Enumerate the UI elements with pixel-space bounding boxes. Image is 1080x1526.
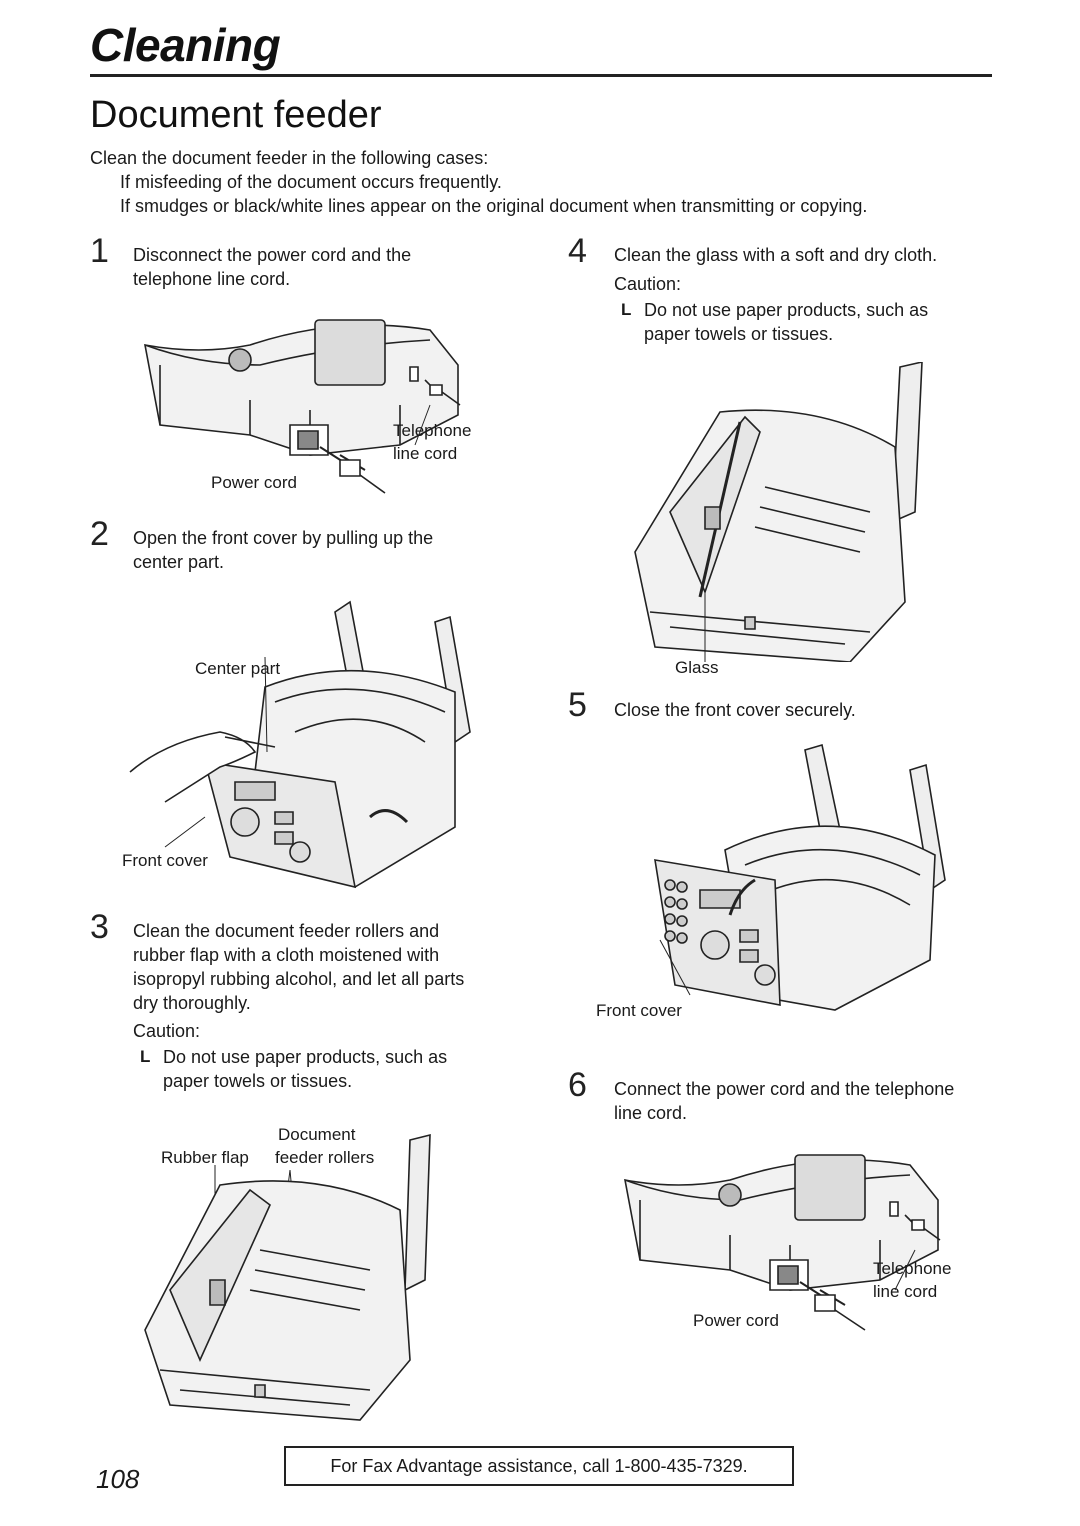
fax-open-front-cover-illustration xyxy=(125,592,485,897)
page-heading: Document feeder xyxy=(90,94,382,136)
title-rule xyxy=(90,74,992,77)
callout-document-feeder-rollers-line-1: Document xyxy=(278,1125,356,1144)
callout-front-cover-step-5: Front cover xyxy=(596,1001,682,1020)
step-3-caution-line-2: paper towels or tissues. xyxy=(163,1071,353,1091)
step-3-caution-label: Caution: xyxy=(133,1021,201,1041)
fax-feeder-rollers-illustration xyxy=(140,1130,440,1430)
step-3-line-2: rubber flap with a cloth moistened with xyxy=(133,945,440,965)
callout-power-cord-step-6: Power cord xyxy=(693,1311,779,1330)
step-1-line-2: telephone line cord. xyxy=(133,269,291,289)
step-3-caution-line-1: Do not use paper products, such as xyxy=(163,1047,448,1067)
step-3-line-3: isopropyl rubbing alcohol, and let all p… xyxy=(133,969,465,989)
callout-center-part: Center part xyxy=(195,659,281,678)
callout-glass: Glass xyxy=(675,658,719,677)
step-4-caution-line-2: paper towels or tissues. xyxy=(644,324,834,344)
step-2-number: 2 xyxy=(90,515,109,553)
step-3-line-1: Clean the document feeder rollers and xyxy=(133,921,440,941)
step-3-number: 3 xyxy=(90,908,109,946)
intro-lead: Clean the document feeder in the followi… xyxy=(90,148,489,168)
callout-front-cover-step-2: Front cover xyxy=(122,851,208,870)
callout-telephone-line-cord-step-6-line-2: line cord xyxy=(873,1282,938,1301)
step-2-line-2: center part. xyxy=(133,552,225,572)
intro-case-2: If smudges or black/white lines appear o… xyxy=(120,196,868,216)
step-1-number: 1 xyxy=(90,232,109,270)
step-3-caution-bullet: L xyxy=(140,1047,151,1066)
callout-telephone-line-cord-line-2: line cord xyxy=(393,444,458,463)
callout-document-feeder-rollers-line-2: feeder rollers xyxy=(275,1148,375,1167)
fax-glass-illustration xyxy=(630,362,930,662)
fax-rear-cords-illustration xyxy=(140,305,470,505)
step-4-number: 4 xyxy=(568,232,587,270)
footer-assistance-text: For Fax Advantage assistance, call 1-800… xyxy=(330,1455,748,1476)
step-6-line-2: line cord. xyxy=(614,1103,688,1123)
step-1-line-1: Disconnect the power cord and the xyxy=(133,245,412,265)
page-number: 108 xyxy=(96,1464,140,1494)
step-2-line-1: Open the front cover by pulling up the xyxy=(133,528,434,548)
step-4-caution-line-1: Do not use paper products, such as xyxy=(644,300,929,320)
intro-case-1: If misfeeding of the document occurs fre… xyxy=(120,172,502,192)
step-5-line-1: Close the front cover securely. xyxy=(614,700,856,720)
step-5-number: 5 xyxy=(568,686,587,724)
step-4-line-1: Clean the glass with a soft and dry clot… xyxy=(614,245,938,265)
step-6-line-1: Connect the power cord and the telephone xyxy=(614,1079,955,1099)
step-6-number: 6 xyxy=(568,1066,587,1104)
callout-rubber-flap: Rubber flap xyxy=(161,1148,249,1167)
step-4-caution-label: Caution: xyxy=(614,274,682,294)
step-4-caution-bullet: L xyxy=(621,300,632,319)
step-3-line-4: dry thoroughly. xyxy=(133,993,251,1013)
fax-reconnect-cords-illustration xyxy=(620,1140,950,1340)
section-title: Cleaning xyxy=(90,19,281,71)
callout-power-cord: Power cord xyxy=(211,473,297,492)
fax-close-front-cover-illustration xyxy=(630,740,960,1030)
callout-telephone-line-cord-step-6-line-1: Telephone xyxy=(873,1259,952,1278)
callout-telephone-line-cord-line-1: Telephone xyxy=(393,421,472,440)
footer-assistance-box: For Fax Advantage assistance, call 1-800… xyxy=(284,1446,794,1486)
